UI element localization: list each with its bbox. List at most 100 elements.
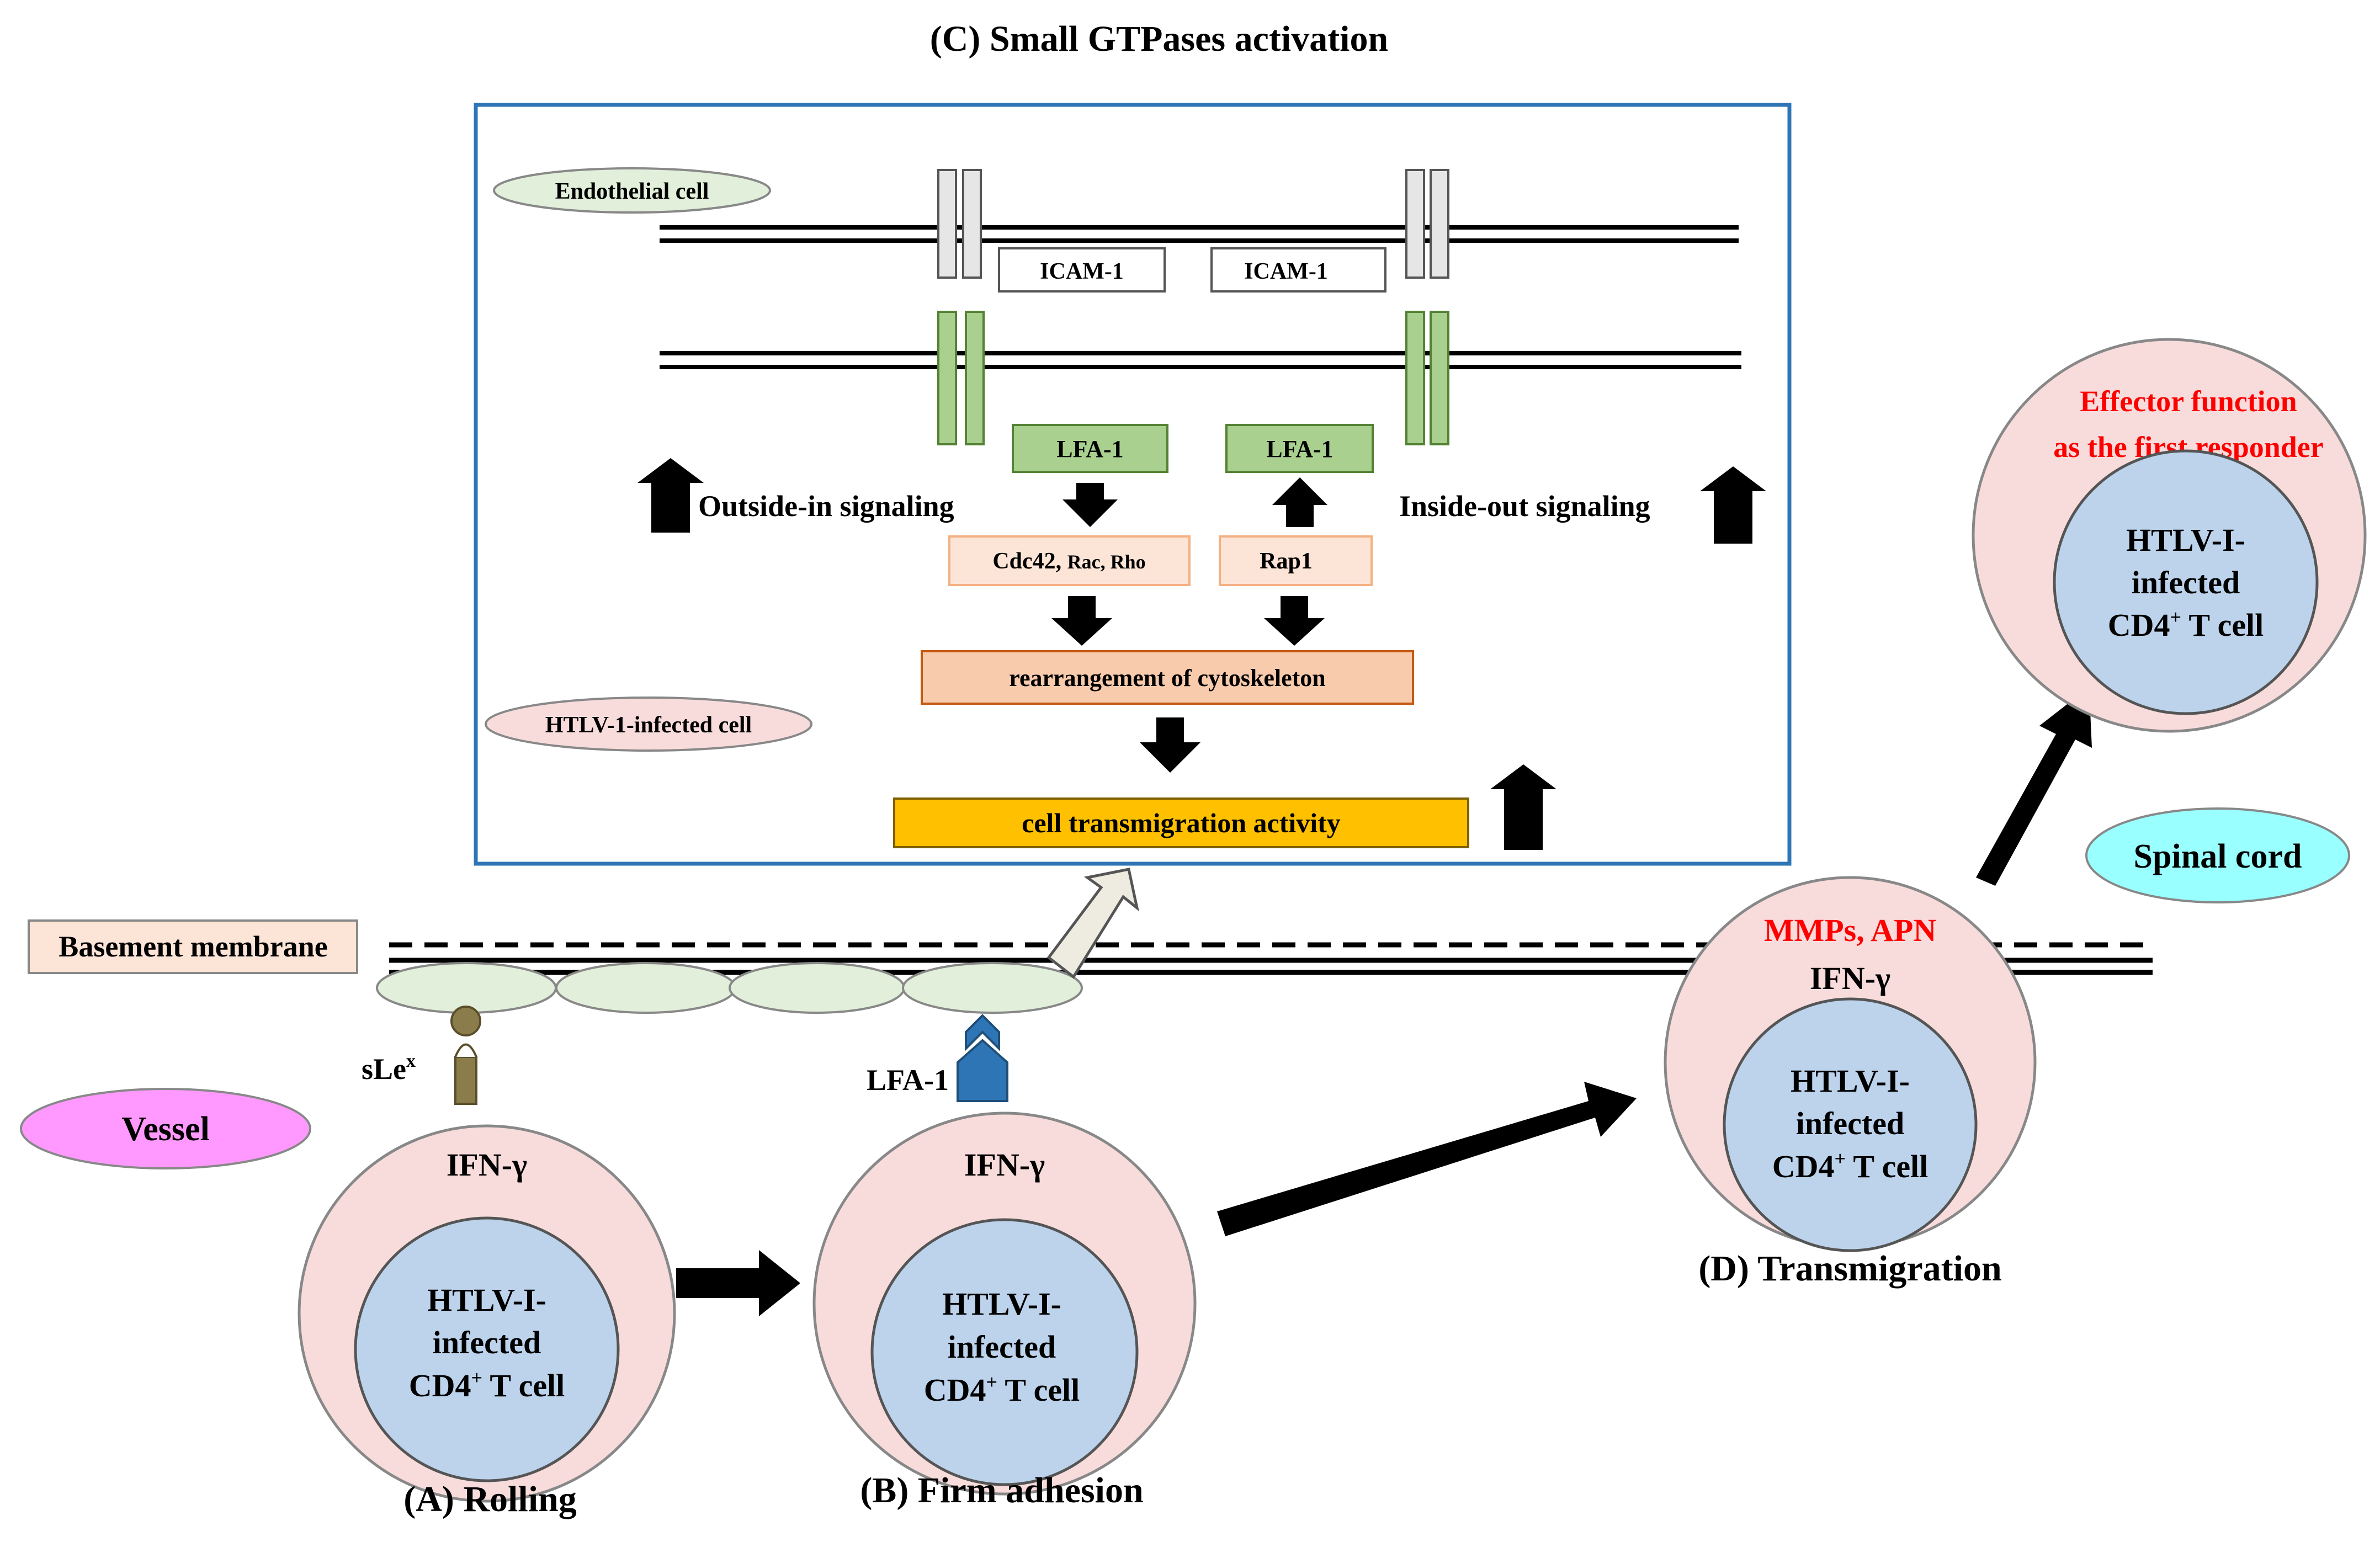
cell-d-line3: CD4+ T cell [1772,1147,1929,1184]
vessel-label: Vessel [121,1110,210,1148]
vessel-badge [20,1088,311,1169]
basement-membrane-box [28,919,358,974]
cell-a-line1: HTLV-I- [427,1282,546,1318]
cell-d-line2: infected [1796,1105,1905,1141]
cdc42-main: Cdc42, [992,549,1067,574]
transmigration-activity-box [893,797,1469,848]
spinal-cord-label: Spinal cord [2134,838,2302,875]
cd4-rest: T cell [1846,1148,1928,1184]
effector-cell-line3: CD4+ T cell [2108,606,2264,643]
lfa-right-label: LFA-1 [1266,435,1333,462]
down-arrow-icon [1062,483,1118,527]
infected-cell-label: HTLV-1-infected cell [545,712,752,738]
lfa-pillar [1405,311,1425,445]
up-arrow-icon [1490,764,1556,850]
cd4-base: CD4 [924,1372,986,1408]
cdc42-box [948,535,1191,586]
lfa1-label: LFA-1 [867,1064,949,1097]
cell-d-line1: HTLV-I- [1791,1063,1910,1099]
cd4-base: CD4 [409,1368,471,1403]
lfa-right-box [1225,424,1374,473]
stage-d-label: (D) Transmigration [1698,1248,2001,1289]
slex-cup [454,1043,477,1057]
cdc42-small: Rac, Rho [1067,551,1146,573]
cd4-sup: + [986,1371,997,1393]
icam-pillar [962,169,982,279]
basement-membrane-label: Basement membrane [59,930,327,963]
lfa-left-label: LFA-1 [1056,435,1123,462]
lfa-pillar [1430,311,1449,445]
outside-in-label: Outside-in signaling [698,490,954,523]
cell-d-inner [1723,997,1978,1252]
cell-b-line3: CD4+ T cell [924,1371,1080,1408]
infected-cell-badge [485,696,812,752]
cell-a-inner [354,1216,620,1482]
rap1-box [1219,535,1373,586]
cd4-sup: + [471,1366,482,1389]
cell-b-inner [870,1218,1139,1486]
lfa-left-box [1012,424,1168,473]
cd4-rest: T cell [2181,607,2264,643]
endothelial-cell-badge [493,167,771,214]
effector-line1: Effector function [2080,385,2297,418]
icam-pillar [937,169,957,279]
icam-right-box [1210,247,1386,293]
effector-cell-line1: HTLV-I- [2126,522,2245,558]
up-arrow-icon [1700,466,1766,544]
endothelial-cell [729,962,905,1014]
up-arrow-icon [638,458,704,533]
endothelial-cell [555,962,736,1014]
endothelial-cell [902,962,1083,1014]
slex-sup: x [406,1051,416,1071]
slex-stem [454,1056,477,1105]
icam-pillar [1405,169,1425,279]
arrow-right-icon [676,1250,800,1316]
spinal-cord-badge [2085,807,2350,903]
inside-out-label: Inside-out signaling [1399,490,1650,523]
down-arrow-icon [1140,717,1200,773]
stage-b-label: (B) Firm adhesion [860,1470,1143,1511]
cdc42-label: Cdc42, Rac, Rho [992,549,1145,574]
cell-d-ifn: IFN-γ [1810,960,1890,996]
icam-pillar [1430,169,1449,279]
icam-left-label: ICAM-1 [1040,259,1124,284]
arrow-diagonal-icon [1976,687,2092,886]
effector-inner [2053,449,2319,715]
icam-right-label: ICAM-1 [1244,259,1328,284]
rearrangement-label: rearrangement of cytoskeleton [1009,664,1325,692]
slex-base: sLe [362,1052,406,1086]
cd4-rest: T cell [997,1372,1080,1408]
rap1-label: Rap1 [1260,549,1313,574]
endothelial-cell-label: Endothelial cell [555,179,709,204]
up-arrow-icon [1272,477,1327,527]
cd4-sup: + [2170,606,2181,628]
lfa-pillar [937,311,957,445]
cell-a-line3: CD4+ T cell [409,1366,565,1403]
slex-head [450,1006,481,1036]
cell-a-line2: infected [433,1325,541,1360]
rearrangement-box [921,650,1414,705]
lfa1-receptor-icon [957,1039,1008,1102]
slex-label: sLex [362,1051,416,1086]
cd4-base: CD4 [1772,1148,1835,1184]
cell-d-mmps: MMPs, APN [1764,912,1937,948]
cd4-rest: T cell [482,1368,565,1403]
down-arrow-icon [1051,596,1112,646]
cd4-base: CD4 [2108,607,2170,643]
beige-arrow-icon [1046,868,1139,979]
arrow-diagonal-icon [1217,1082,1637,1236]
endothelial-cell [376,962,557,1014]
cell-b-ifn: IFN-γ [964,1147,1045,1183]
down-arrow-icon [1264,596,1325,646]
transmigration-activity-label: cell transmigration activity [1022,807,1341,838]
panel-title: (C) Small GTPases activation [930,19,1388,59]
cell-b-line1: HTLV-I- [942,1286,1061,1322]
lfa1-receptor-icon [965,1014,1000,1051]
lfa-pillar [965,311,985,445]
icam-left-box [998,247,1166,293]
stage-a-label: (A) Rolling [403,1479,577,1519]
cell-b-line2: infected [948,1329,1056,1365]
effector-cell-line2: infected [2132,565,2240,600]
